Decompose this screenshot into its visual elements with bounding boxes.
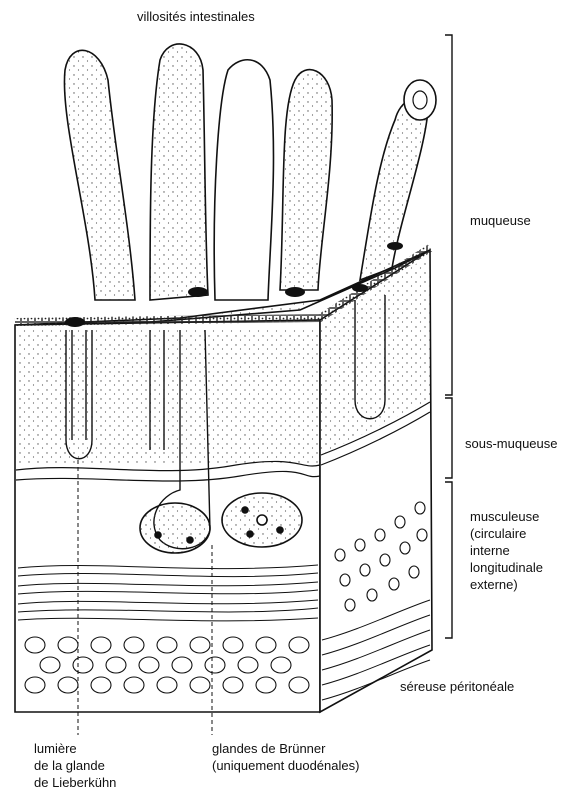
label-submucosa: sous-muqueuse (465, 435, 558, 452)
villus-1 (64, 50, 135, 300)
bracket-muscularis (445, 482, 452, 638)
label-mucosa: muqueuse (470, 212, 531, 229)
villus-4 (280, 70, 332, 290)
villus-3 (214, 60, 273, 300)
label-muscularis: musculeuse (circulaire interne longitudi… (470, 508, 543, 593)
label-brunner-glands: glandes de Brünner (uniquement duodénale… (212, 740, 359, 774)
label-lieberkuhn-lumen: lumière de la glande de Lieberkühn (34, 740, 116, 791)
bracket-mucosa (445, 35, 452, 395)
layer-brackets (445, 35, 452, 638)
label-serosa: séreuse péritonéale (400, 678, 514, 695)
villus-cut-end (404, 80, 436, 120)
villi (64, 44, 428, 300)
bracket-submucosa (445, 398, 452, 478)
mucosa-layer (16, 330, 319, 465)
label-villi: villosités intestinales (137, 8, 255, 25)
villus-2 (150, 44, 208, 300)
